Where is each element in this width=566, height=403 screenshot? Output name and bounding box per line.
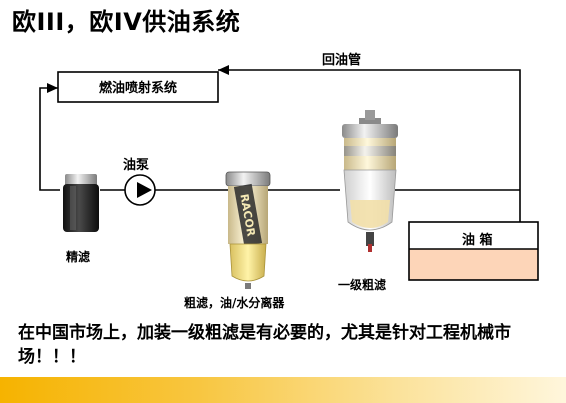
feed-line-left — [39, 87, 60, 191]
primary-coarse-filter-icon — [342, 110, 398, 252]
fuel-tank-label: 油 箱 — [462, 232, 493, 248]
page-title: 欧III，欧IV供油系统 — [12, 8, 241, 36]
tank-fuel-level — [409, 249, 538, 280]
bottom-decor-bar — [0, 377, 566, 403]
return-arrow-head — [218, 65, 229, 75]
fuel-pump-label: 油泵 — [123, 157, 149, 173]
injection-system-label: 燃油喷射系统 — [99, 80, 177, 96]
fuel-tank — [408, 221, 539, 281]
bottom-note: 在中国市场上，加装一级粗滤是有必要的，尤其是针对工程机械市场！！！ — [18, 323, 511, 367]
primary-coarse-filter-label: 一级粗滤 — [338, 277, 386, 292]
water-separator-icon: RACOR — [225, 171, 271, 289]
return-pipe-label: 回油管 — [322, 52, 361, 68]
injection-system-box — [57, 71, 219, 103]
coarse-separator-label: 粗滤，油/水分离器 — [184, 295, 285, 310]
supply-line — [218, 69, 521, 222]
fuel-pump-icon — [124, 174, 156, 206]
fine-filter-icon — [63, 174, 99, 232]
feed-arrow-head — [47, 83, 58, 93]
fine-filter-label: 精滤 — [66, 249, 90, 264]
